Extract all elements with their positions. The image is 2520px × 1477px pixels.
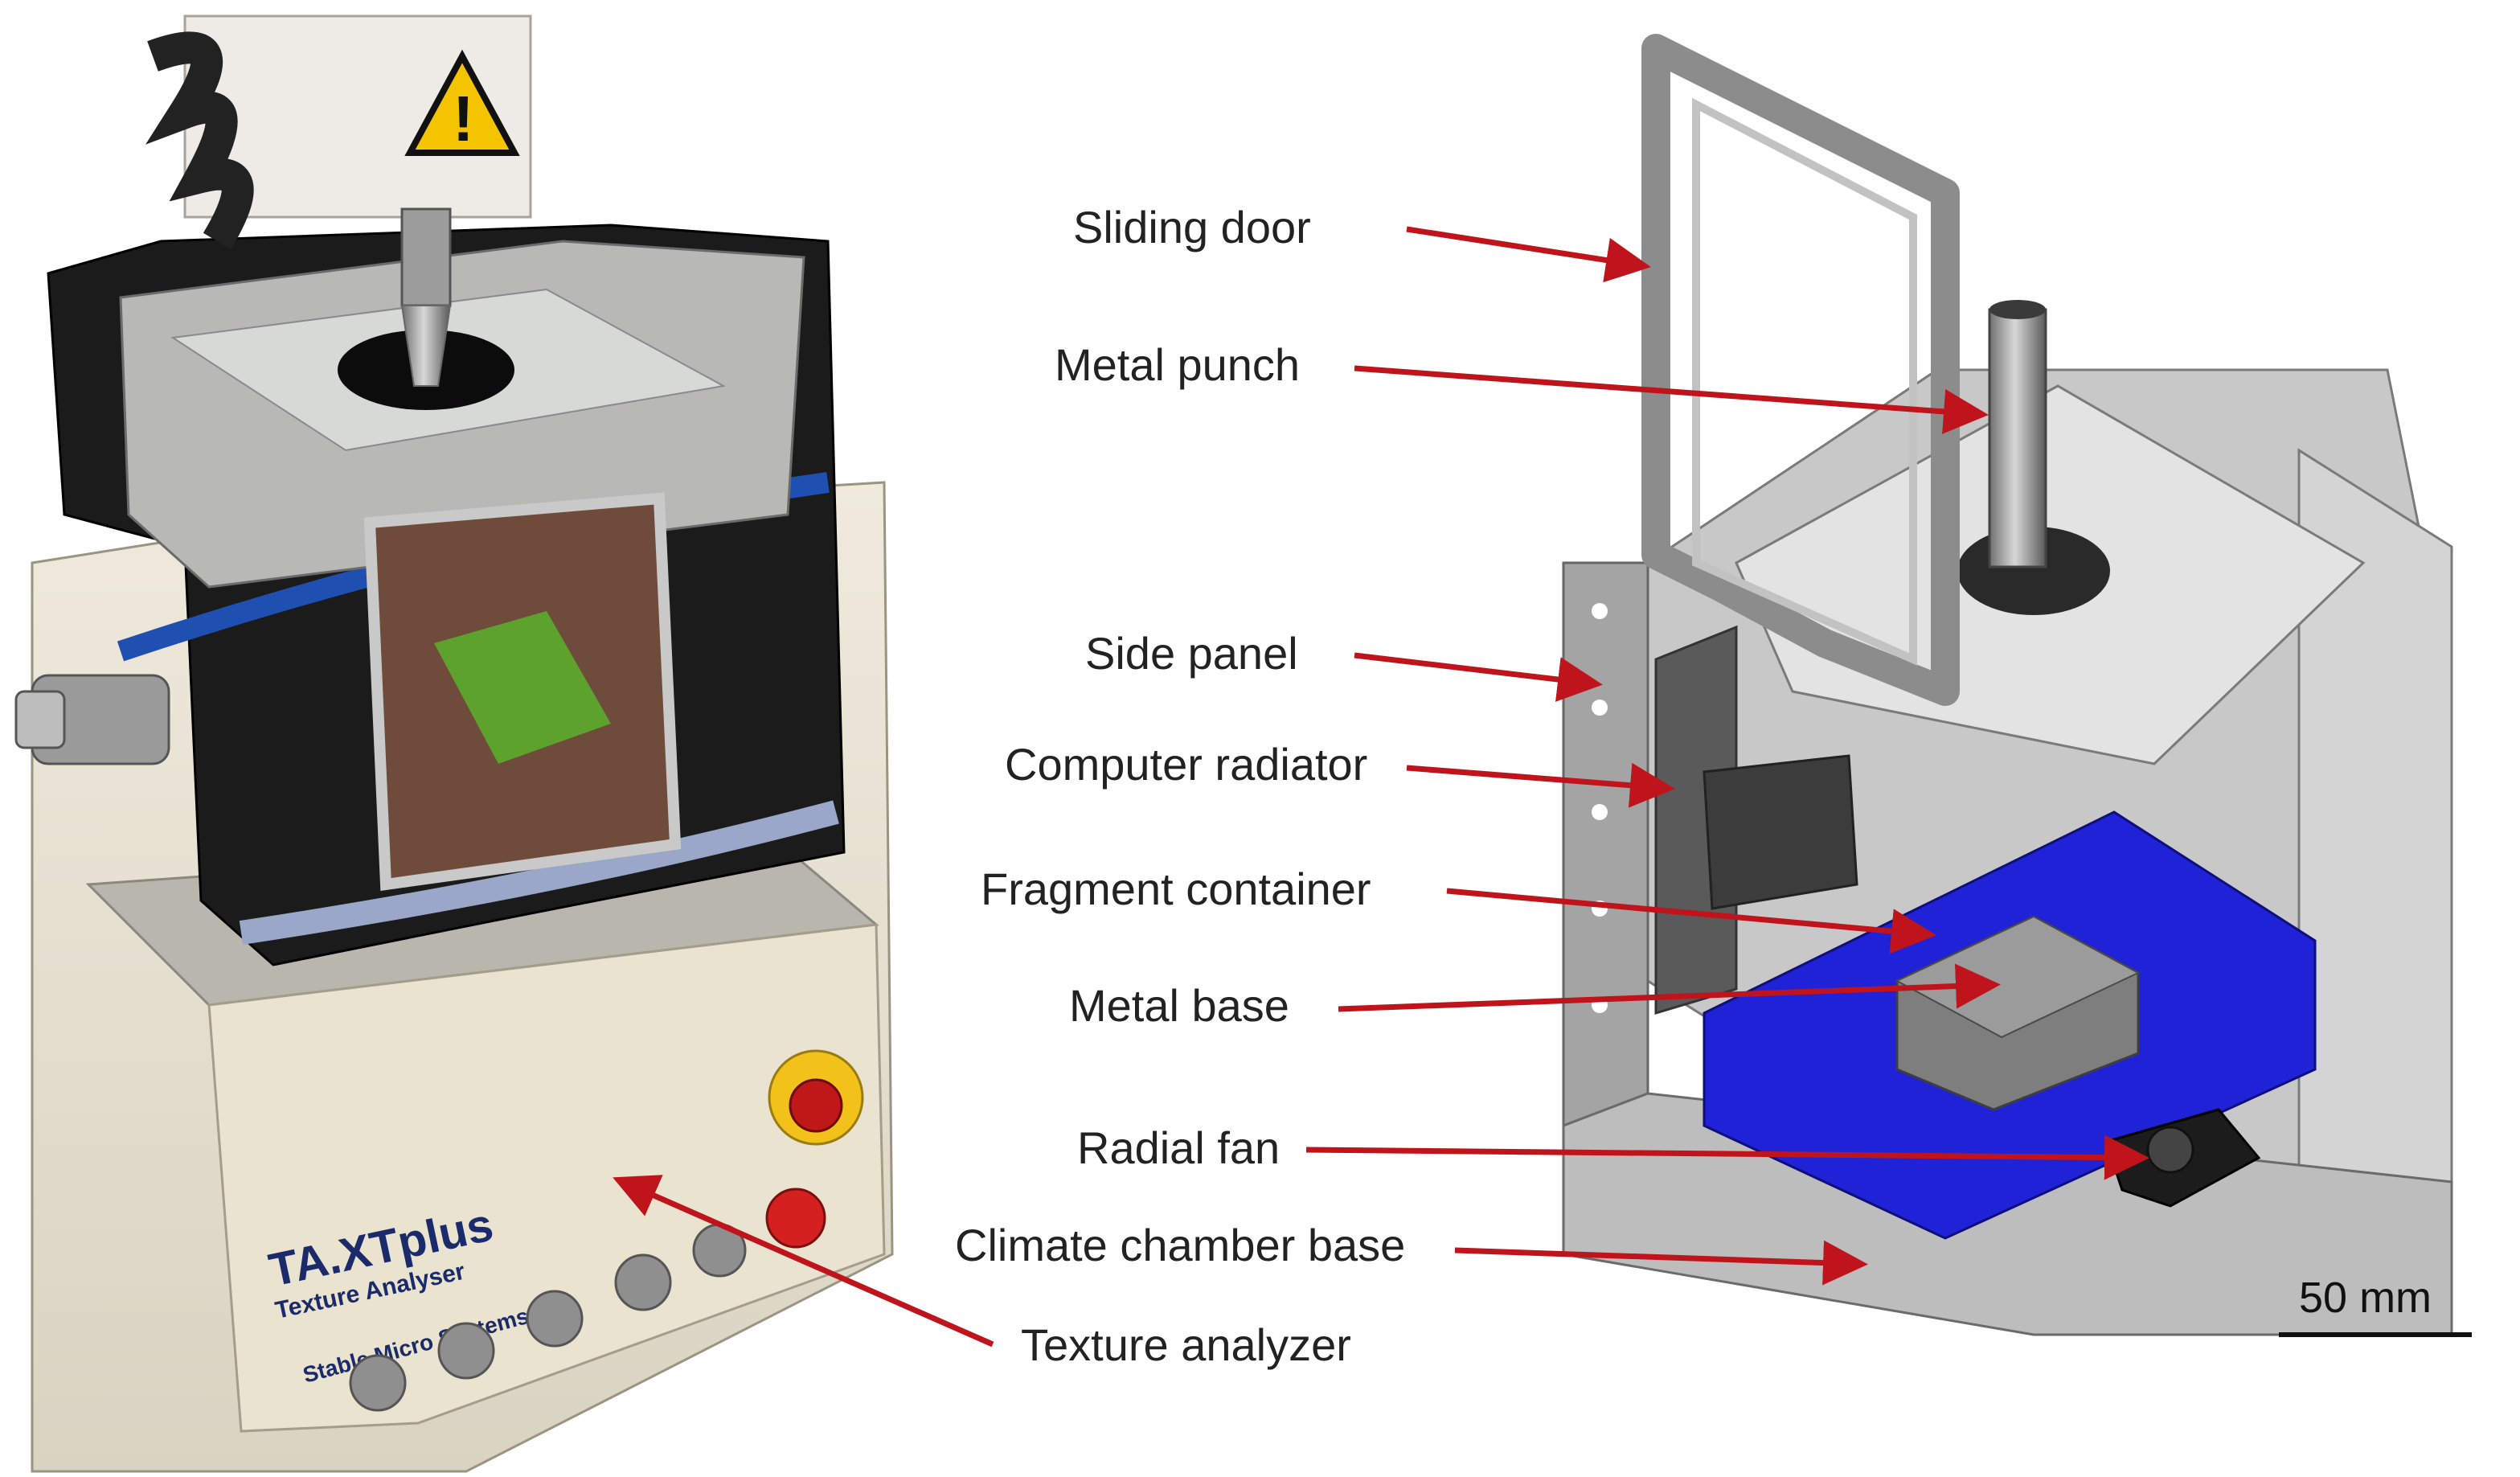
analyzer-emergency-button: [789, 1078, 843, 1133]
analyzer-front-panel: [207, 923, 886, 1433]
metal-punch: [1988, 308, 2047, 568]
sliding-door-inner: [1692, 97, 1917, 666]
analyzer-button-up-down: [349, 1354, 407, 1412]
arrow-texture-analyzer: [613, 1175, 994, 1348]
arrow-side-panel: [1354, 652, 1603, 702]
arrow-computer-radiator: [1406, 762, 1675, 808]
arrow-fragment-container: [1446, 888, 1936, 954]
annotations: Sliding door Metal punch Side panel Comp…: [613, 202, 2149, 1370]
warning-mark: !: [453, 83, 474, 154]
analyzer-buttons: [349, 1049, 864, 1412]
label-texture-analyzer: Texture analyzer: [1021, 1319, 1351, 1370]
sliding-door: [1641, 34, 1960, 706]
arrow-metal-base: [1338, 963, 2001, 1012]
label-climate-chamber-base: Climate chamber base: [955, 1220, 1405, 1270]
arrow-sliding-door: [1406, 226, 1651, 283]
probe-shaft: [400, 207, 452, 307]
analyzer-button-stop: [765, 1188, 826, 1249]
metal-punch-top: [1989, 300, 2046, 319]
warning-icon: [404, 49, 520, 156]
label-radial-fan: Radial fan: [1077, 1122, 1280, 1173]
label-metal-base: Metal base: [1069, 980, 1289, 1031]
label-sliding-door: Sliding door: [1073, 202, 1311, 252]
probe-tip: [400, 305, 452, 387]
radiator-fins: [1703, 754, 1858, 910]
analyzer-button-down: [526, 1290, 584, 1348]
hose-connector: [14, 674, 170, 765]
label-side-panel: Side panel: [1085, 628, 1298, 679]
label-metal-punch: Metal punch: [1055, 339, 1300, 390]
arrow-radial-fan: [1305, 1134, 2149, 1180]
climate-chamber-cad: [1562, 34, 2453, 1336]
arrow-metal-punch: [1354, 365, 1989, 434]
label-fragment-container: Fragment container: [981, 864, 1371, 914]
analyzer-bellows: [145, 31, 254, 250]
scale-bar-label: 50 mm: [2299, 1274, 2432, 1322]
insulation-strap-bottom: [239, 800, 839, 945]
analyzer-button-up: [437, 1322, 495, 1380]
radial-fan-rotor: [2146, 1126, 2194, 1174]
arrow-climate-chamber-base: [1454, 1240, 1868, 1286]
texture-analyzer-photo: TA.XTplus Texture Analyser Stable Micro …: [14, 14, 894, 1473]
side-panel: [1562, 561, 1649, 1128]
scale-bar: 50 mm: [2279, 1274, 2472, 1337]
label-computer-radiator: Computer radiator: [1005, 739, 1367, 790]
window-green-sample-tray: [434, 611, 611, 764]
analyzer-button-return: [614, 1253, 672, 1311]
